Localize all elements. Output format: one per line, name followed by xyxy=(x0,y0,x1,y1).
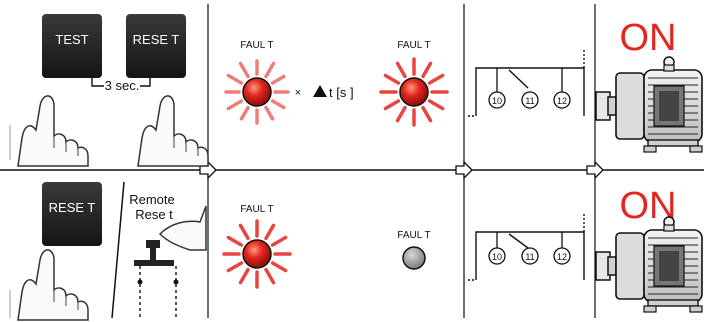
led-ray xyxy=(395,105,407,123)
reset-button: RESE T xyxy=(126,14,186,78)
terminal-11b: 11 xyxy=(525,252,534,262)
terminal-12: 12 xyxy=(557,96,567,106)
led-ray xyxy=(270,235,288,247)
led-ray xyxy=(264,105,276,123)
status-on-1: ON xyxy=(620,17,677,59)
reset-button-2-label: RESE T xyxy=(49,200,96,215)
remote-reset-switch xyxy=(134,240,179,318)
relay-contacts-2: 10 11 12 xyxy=(468,214,585,281)
hand-left xyxy=(17,95,89,167)
relay-contacts-1: 10 11 12 xyxy=(468,50,585,117)
motor-2 xyxy=(595,216,703,313)
hand-remote xyxy=(158,205,207,251)
led-blinking-1 xyxy=(222,57,292,127)
hold-time-label: 3 sec. xyxy=(105,78,140,93)
terminal-10b: 10 xyxy=(492,252,502,262)
led-ray xyxy=(238,105,250,123)
fault-label-3: FAUL T xyxy=(240,204,273,215)
led-ray xyxy=(264,267,276,285)
led-ray xyxy=(421,61,433,79)
delta-icon xyxy=(313,85,327,97)
hand-right xyxy=(137,95,209,167)
led-ray xyxy=(226,99,244,111)
led-ray xyxy=(226,235,244,247)
terminal-12b: 12 xyxy=(557,252,567,262)
delta-t-label: t [s ] xyxy=(329,85,354,100)
led-ray xyxy=(238,223,250,241)
led-ray xyxy=(427,99,445,111)
led-ray xyxy=(264,223,276,241)
test-button: TEST xyxy=(42,14,102,78)
remote-label: Remote xyxy=(129,192,175,207)
led-ray xyxy=(226,261,244,273)
led-ray xyxy=(270,99,288,111)
terminal-10: 10 xyxy=(492,96,502,106)
timeline-arrow-3 xyxy=(586,161,604,179)
led-off xyxy=(402,246,426,270)
led-ray xyxy=(270,73,288,85)
led-ray xyxy=(270,261,288,273)
led-ray xyxy=(421,105,433,123)
led-ray xyxy=(264,61,276,79)
times-symbol: × xyxy=(295,87,301,99)
hand-reset xyxy=(17,249,89,321)
led-blinking-3 xyxy=(222,219,292,289)
led-ray xyxy=(383,73,401,85)
timeline-arrow-2 xyxy=(455,161,473,179)
reset-button-label: RESE T xyxy=(133,32,180,47)
led-blinking-2 xyxy=(379,57,449,127)
led-ray xyxy=(427,73,445,85)
led-ray xyxy=(226,73,244,85)
led-ray xyxy=(395,61,407,79)
terminal-11: 11 xyxy=(525,96,534,106)
fault-label-1: FAUL T xyxy=(240,40,273,51)
motor-1 xyxy=(595,56,703,153)
reset-button-2: RESE T xyxy=(42,182,102,246)
led-ray xyxy=(383,99,401,111)
fault-label-2: FAUL T xyxy=(397,40,430,51)
test-button-label: TEST xyxy=(55,32,88,47)
led-ray xyxy=(238,267,250,285)
led-ray xyxy=(238,61,250,79)
fault-label-4: FAUL T xyxy=(397,230,430,241)
reset-label: Rese t xyxy=(135,207,173,222)
